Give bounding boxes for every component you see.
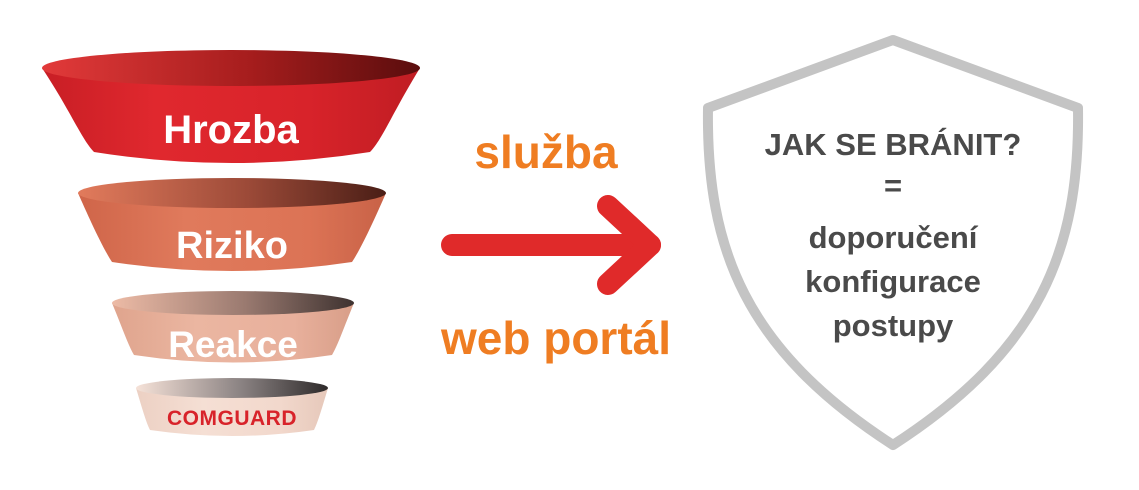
funnel-level-hrozba: Hrozba (42, 50, 420, 163)
funnel-band-reakce (112, 303, 354, 363)
funnel-level-reakce: Reakce (112, 291, 354, 365)
funnel-opening-riziko (78, 178, 386, 208)
funnel-level-riziko: Riziko (78, 178, 386, 271)
service-label: služba (474, 126, 618, 178)
funnel-label-hrozba: Hrozba (163, 108, 299, 152)
funnel-label-reakce: Reakce (168, 324, 298, 365)
middle-connector: služba web portál (440, 126, 671, 364)
funnel-band-riziko (78, 193, 386, 271)
shield-line-procedures: postupy (833, 308, 954, 343)
comguard-logo: COMGUARD (167, 407, 297, 430)
shield-line-recommendations: doporučení (809, 220, 979, 255)
funnel-opening-comguard (136, 378, 328, 398)
funnel-opening-hrozba (42, 50, 420, 86)
web-portal-label: web portál (440, 312, 671, 364)
shield-outline (702, 35, 1084, 450)
funnel-opening-reakce (112, 291, 354, 315)
right-arrow-icon (441, 195, 661, 295)
funnel: Hrozba Riziko Reakce COMGUARD (42, 50, 420, 436)
shield-line-configuration: konfigurace (805, 264, 981, 299)
shield: JAK SE BRÁNIT? = doporučení konfigurace … (702, 35, 1084, 450)
shield-line-equals: = (884, 168, 902, 203)
funnel-level-comguard: COMGUARD (136, 378, 328, 436)
funnel-label-riziko: Riziko (176, 225, 288, 267)
funnel-band-hrozba (42, 68, 420, 163)
funnel-band-comguard (136, 388, 328, 436)
shield-line-question: JAK SE BRÁNIT? (765, 127, 1022, 162)
